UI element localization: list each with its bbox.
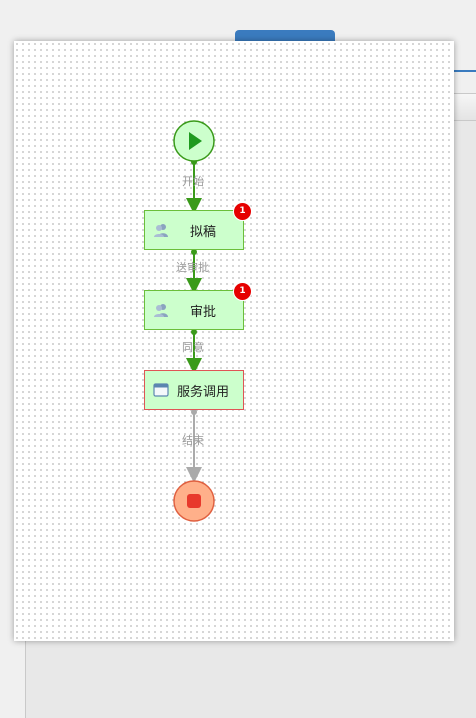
task-draft-badge: 1 bbox=[233, 202, 252, 221]
edge-label-end: 结束 bbox=[182, 434, 204, 447]
edge-submit-dot bbox=[191, 249, 197, 255]
task-service-call-label: 服务调用 bbox=[176, 384, 229, 400]
user-group-icon bbox=[154, 304, 168, 317]
edge-label-agree: 同意 bbox=[182, 341, 204, 354]
task-review[interactable]: 审批 1 bbox=[144, 282, 252, 330]
window-icon bbox=[153, 383, 169, 397]
flow-canvas: 开始 送审批 同意 结束 拟稿 1 审批 1 服务调用 bbox=[14, 41, 454, 641]
flow-edges bbox=[173, 120, 215, 522]
edge-agree-dot bbox=[191, 329, 197, 335]
task-review-badge: 1 bbox=[233, 282, 252, 301]
edge-label-submit: 送审批 bbox=[176, 261, 209, 274]
edge-end-dot bbox=[191, 409, 197, 415]
end-event[interactable] bbox=[173, 480, 215, 522]
task-draft[interactable]: 拟稿 1 bbox=[144, 202, 252, 250]
task-review-label: 审批 bbox=[189, 304, 216, 320]
task-draft-label: 拟稿 bbox=[189, 224, 216, 240]
task-service-call[interactable]: 服务调用 bbox=[144, 370, 244, 410]
user-group-icon bbox=[154, 224, 168, 237]
start-event[interactable] bbox=[173, 120, 215, 162]
edge-label-start: 开始 bbox=[182, 175, 204, 188]
